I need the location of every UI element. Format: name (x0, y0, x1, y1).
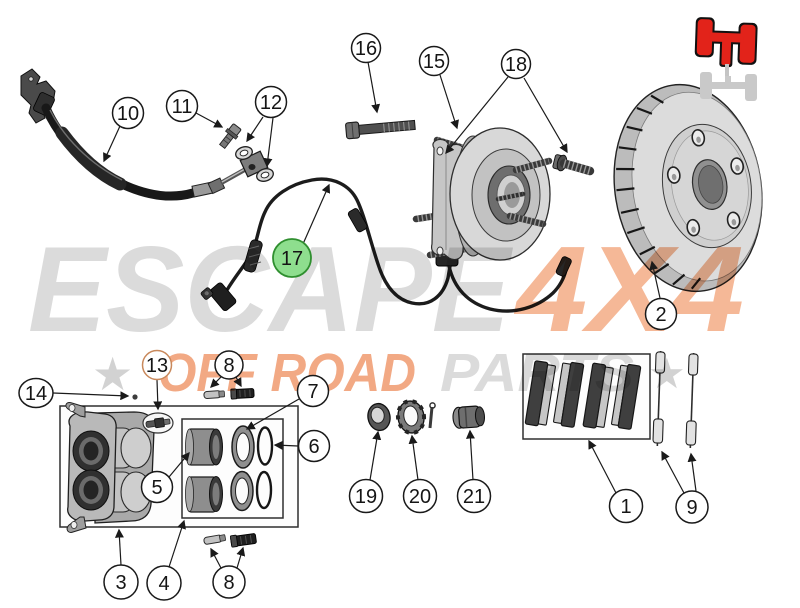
callout-label: 20 (409, 486, 431, 508)
banjo-bolt (219, 123, 242, 150)
brake-pad (610, 363, 642, 430)
callout-21: 21 (456, 478, 492, 514)
callout-12: 12 (254, 85, 288, 119)
callout-label: 12 (260, 92, 282, 114)
brake-pad (524, 360, 556, 427)
callout-8-top: 8 (214, 350, 244, 380)
callout-label: 3 (115, 572, 126, 594)
callout-19: 19 (348, 478, 384, 514)
brake-hose-assembly (20, 68, 269, 201)
bleeder-screw (142, 412, 174, 434)
copper-washers (235, 146, 274, 182)
callout-3: 3 (103, 564, 139, 600)
brake-caliper (65, 402, 155, 533)
rear-axle-inactive (700, 72, 757, 101)
callout-label: 7 (307, 381, 318, 403)
callout-8-bottom: 8 (212, 565, 246, 599)
brake-pads-kit (522, 353, 651, 440)
rotor-lug-holes (666, 129, 745, 237)
callout-label: 21 (463, 486, 485, 508)
driveline-link (725, 64, 729, 78)
callout-18: 18 (500, 48, 532, 80)
callout-13-tinted: 13 (141, 349, 173, 381)
nut-retainer (395, 399, 427, 435)
watermark-offroad: OFF ROAD (158, 343, 416, 403)
guide-pin-and-bolt-top (203, 388, 255, 400)
callout-label: 9 (686, 497, 697, 519)
caliper-pin-sleeves (652, 351, 699, 448)
hub-bearing-assembly (412, 127, 553, 261)
callout-label: 6 (308, 436, 319, 458)
caliper-screw (132, 394, 138, 400)
leader-lines (52, 61, 697, 569)
spindle-nut (367, 402, 391, 432)
callout-label: 2 (655, 304, 666, 326)
callout-14: 14 (18, 377, 54, 409)
rotor-vent-slots (616, 94, 702, 290)
callout-1: 1 (608, 488, 644, 524)
wheel-studs-front (506, 157, 553, 228)
callout-label: 10 (117, 103, 139, 125)
piston-seals (230, 425, 255, 512)
callout-15: 15 (418, 45, 450, 77)
callout-label: 18 (505, 54, 527, 76)
brake-pad (582, 362, 614, 429)
callout-label: 13 (146, 355, 168, 377)
hose-highlight (49, 109, 123, 181)
callout-label: 19 (355, 486, 377, 508)
caliper-pistons (185, 428, 223, 513)
callout-5: 5 (140, 470, 174, 504)
watermark-star-right-icon: ★ (648, 349, 686, 398)
callout-20: 20 (402, 478, 438, 514)
watermark-parts: PARTS (440, 343, 634, 403)
dust-boots (255, 426, 274, 510)
banjo-hole (248, 164, 256, 170)
callout-4: 4 (146, 565, 182, 601)
wheel-stud (552, 154, 595, 176)
callout-6: 6 (297, 429, 331, 463)
callout-label: 8 (223, 572, 234, 594)
callouts: 10 11 12 16 15 18 17 2 (18, 32, 709, 601)
lug-nut (452, 405, 486, 429)
callout-label: 15 (423, 51, 445, 73)
callout-11: 11 (165, 89, 199, 123)
callout-2: 2 (644, 297, 678, 331)
watermark: ESCAPE 4X4 ★ OFF ROAD PARTS ★ (28, 221, 744, 403)
callout-9: 9 (675, 490, 709, 524)
front-axle-highlight-icon (694, 17, 758, 101)
bracket-hole (28, 76, 34, 82)
callout-label: 11 (172, 96, 193, 118)
pigtail-boot (555, 256, 572, 277)
callout-16: 16 (350, 32, 382, 64)
callout-label: 1 (620, 496, 631, 518)
caliper-piston-bores (72, 430, 110, 511)
cotter-pin (428, 402, 436, 429)
front-axle-active (694, 17, 758, 68)
callout-label: 14 (25, 383, 47, 405)
hose-tube-highlight (221, 168, 246, 183)
callout-17-highlighted: 17 (272, 238, 312, 278)
abs-sensor-head (200, 282, 237, 312)
watermark-star-left-icon: ★ (92, 347, 133, 401)
watermark-brand-accent: 4X4 (513, 221, 744, 357)
callout-label: 16 (355, 38, 377, 60)
hose-guard (55, 126, 127, 191)
callout-label: 5 (151, 477, 162, 499)
brake-rotor (613, 83, 763, 293)
callout-label: 8 (223, 355, 234, 377)
brake-pad (553, 361, 585, 428)
wire-sleeve (347, 208, 368, 233)
callout-label: 17 (281, 248, 303, 270)
callout-label: 4 (158, 573, 169, 595)
callout-10: 10 (111, 96, 145, 130)
caliper-bolt (345, 119, 416, 140)
sensor-pigtail (447, 265, 568, 313)
guide-pin-and-bolt-bottom (203, 533, 257, 548)
callout-7: 7 (296, 374, 330, 408)
watermark-brand-gray: ESCAPE (28, 221, 513, 357)
